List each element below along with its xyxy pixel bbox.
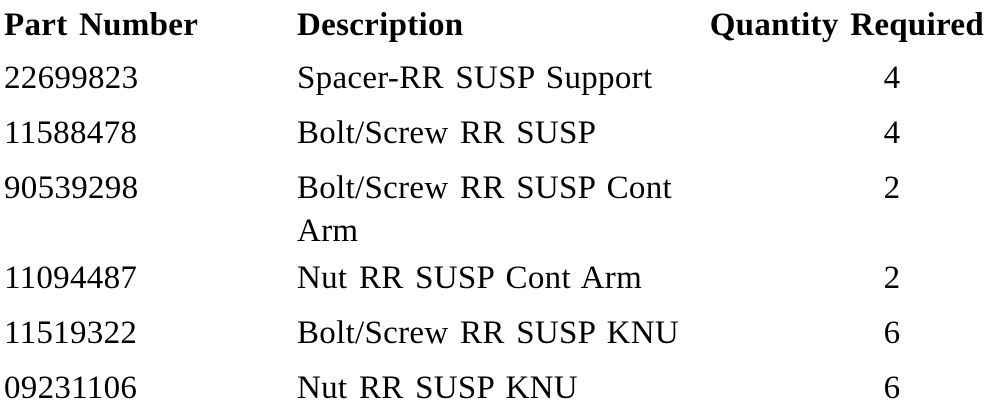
- parts-table: Part Number Description Quantity Require…: [4, 4, 992, 404]
- description-cell: Bolt/Screw RR SUSP Cont Arm: [297, 170, 673, 249]
- description-cell: Bolt/Screw RR SUSP: [297, 115, 597, 151]
- part-number-cell: 11094487: [4, 260, 138, 296]
- column-header-part-number: Part Number: [4, 7, 199, 43]
- header-row: Part Number Description Quantity Require…: [4, 4, 992, 57]
- parts-table-header: Part Number Description Quantity Require…: [4, 4, 992, 57]
- part-number-cell: 22699823: [4, 60, 139, 96]
- quantity-cell: 4: [883, 60, 901, 96]
- part-number-cell: 11519322: [4, 315, 138, 351]
- column-header-description: Description: [297, 7, 464, 43]
- table-row: 11094487 Nut RR SUSP Cont Arm 2: [4, 257, 992, 312]
- quantity-cell: 2: [883, 170, 901, 206]
- table-row: 09231106 Nut RR SUSP KNU 6: [4, 367, 992, 404]
- description-cell: Bolt/Screw RR SUSP KNU: [297, 315, 680, 351]
- description-cell: Nut RR SUSP Cont Arm: [297, 260, 643, 296]
- description-cell: Nut RR SUSP KNU: [297, 370, 578, 404]
- quantity-cell: 6: [883, 315, 901, 351]
- quantity-cell: 6: [883, 370, 901, 404]
- column-header-quantity-required: Quantity Required: [709, 7, 984, 43]
- parts-table-body: 22699823 Spacer-RR SUSP Support 4 115884…: [4, 57, 992, 404]
- table-row: 90539298 Bolt/Screw RR SUSP Cont Arm 2: [4, 167, 992, 257]
- table-row: 11519322 Bolt/Screw RR SUSP KNU 6: [4, 312, 992, 367]
- part-number-cell: 09231106: [4, 370, 138, 404]
- table-row: 22699823 Spacer-RR SUSP Support 4: [4, 57, 992, 112]
- table-row: 11588478 Bolt/Screw RR SUSP 4: [4, 112, 992, 167]
- quantity-cell: 2: [883, 260, 901, 296]
- part-number-cell: 90539298: [4, 170, 139, 206]
- description-cell: Spacer-RR SUSP Support: [297, 60, 653, 96]
- quantity-cell: 4: [883, 115, 901, 151]
- part-number-cell: 11588478: [4, 115, 138, 151]
